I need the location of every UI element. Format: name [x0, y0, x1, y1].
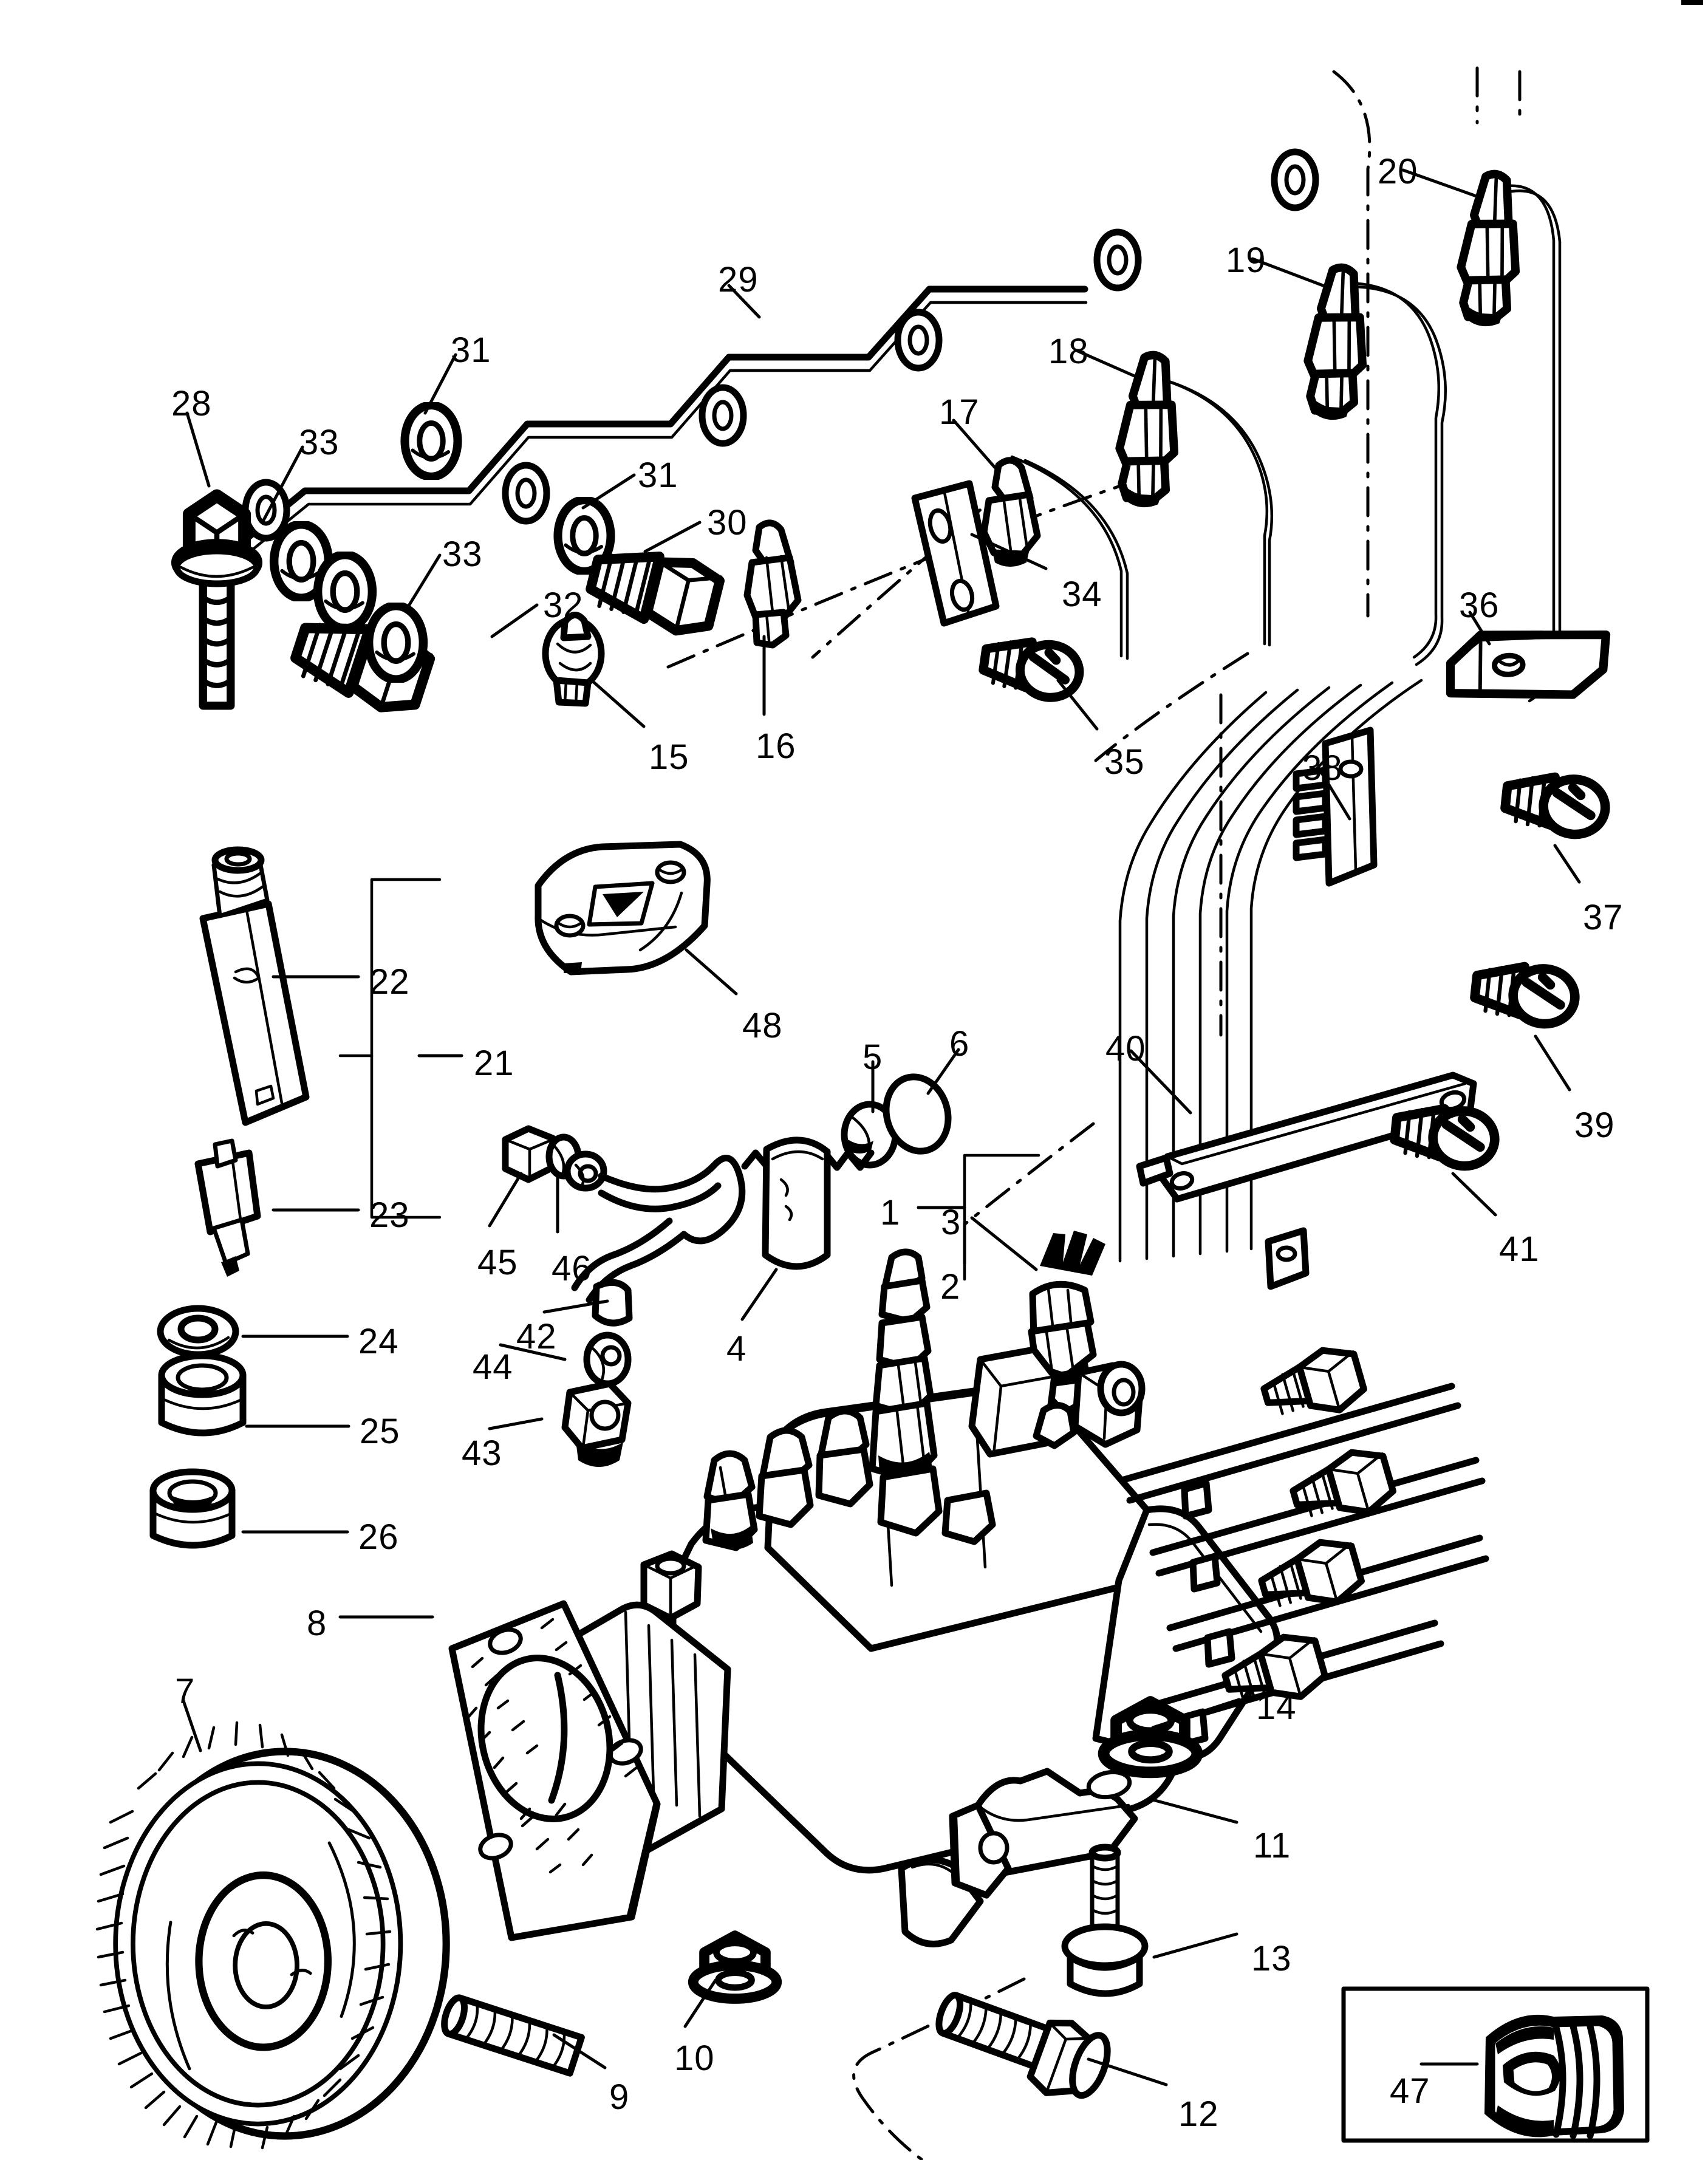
- union-nut-45: [502, 1125, 582, 1183]
- callout-46: 46: [552, 1249, 592, 1288]
- pipe-clamp-block-36: [1447, 629, 1609, 701]
- delivery-valve-holder-18: [1114, 352, 1184, 510]
- bracket-plate-lower: [1265, 1227, 1310, 1290]
- pipe-clamp-bar-40: [1136, 1071, 1477, 1203]
- callout-17: 17: [939, 392, 980, 432]
- callout-43: 43: [462, 1434, 502, 1473]
- bleed-screw-17: [980, 457, 1041, 567]
- ball-seat-6: [883, 1073, 952, 1155]
- callout-12: 12: [1178, 2094, 1219, 2134]
- callout-8: 8: [307, 1604, 327, 1643]
- callout-45: 45: [477, 1243, 518, 1282]
- callout-2: 2: [940, 1267, 961, 1307]
- drive-gear-7: [95, 1721, 446, 2150]
- callout-23: 23: [369, 1195, 410, 1235]
- callout-33b: 33: [442, 535, 483, 574]
- injection-pump-body: [448, 1248, 1489, 1947]
- leader-lines: [182, 168, 1581, 2087]
- nozzle-tip-23: [194, 1138, 261, 1277]
- clamp-screw-37: [1503, 772, 1608, 837]
- callout-28: 28: [171, 384, 212, 423]
- clamp-screw-41: [1393, 1104, 1498, 1169]
- fuel-feed-rails: [1120, 1347, 1489, 1748]
- callout-3: 3: [941, 1203, 962, 1242]
- stud-9: [441, 1994, 585, 2077]
- callout-41: 41: [1499, 1229, 1540, 1269]
- heat-shield-25: [158, 1352, 247, 1437]
- callout-22: 22: [369, 962, 410, 1002]
- callout-47: 47: [1390, 2071, 1430, 2111]
- callout-35: 35: [1104, 742, 1145, 782]
- heat-shield-26: [149, 1468, 236, 1549]
- callout-20: 20: [1378, 152, 1418, 191]
- hollow-screw-46: [564, 1150, 607, 1192]
- shoulder-bolt-13: [1061, 1844, 1149, 1997]
- group-bracket-21: [338, 878, 442, 1219]
- hollow-screw-44: [583, 1331, 632, 1387]
- callout-34: 34: [1062, 575, 1102, 614]
- callout-6: 6: [949, 1024, 970, 1064]
- callout-10: 10: [674, 2039, 715, 2078]
- delivery-valve-holder-19: [1302, 265, 1373, 422]
- callout-4: 4: [726, 1329, 747, 1369]
- callout-25: 25: [360, 1412, 400, 1451]
- flange-nut-10: [693, 1936, 776, 1999]
- sealing-washer-24: [157, 1305, 239, 1358]
- callout-5: 5: [863, 1037, 883, 1077]
- fuel-filter-element-4: [762, 1136, 831, 1270]
- fuel-return-hose-42: [571, 1155, 746, 1327]
- pipe-clamp-block-38: [1293, 726, 1378, 887]
- callout-7: 7: [175, 1672, 196, 1711]
- union-bolt-30: [586, 541, 723, 638]
- pump-top-fittings: [702, 1248, 1146, 1551]
- banjo-bolt-28: [177, 496, 257, 706]
- callout-40: 40: [1105, 1029, 1146, 1068]
- pipe-clamp-34: [911, 480, 1000, 627]
- callout-31a: 31: [451, 330, 491, 370]
- callout-44: 44: [473, 1347, 513, 1387]
- callout-16: 16: [756, 726, 796, 766]
- inset-box-47: [1341, 1986, 1650, 2143]
- housing-hex-nut: [640, 1550, 702, 1622]
- clamp-screw-39: [1473, 962, 1578, 1027]
- callout-24: 24: [358, 1322, 399, 1361]
- nozzle-holder-body-22: [199, 846, 310, 1126]
- callout-26: 26: [358, 1517, 399, 1557]
- callout-29: 29: [718, 260, 759, 299]
- injection-pipe-set-29: [241, 148, 1319, 558]
- callout-48: 48: [742, 1006, 783, 1045]
- callout-39: 39: [1574, 1106, 1615, 1145]
- pipe-harness-bundle: [1118, 678, 1423, 1263]
- delivery-valve-holder-20: [1455, 171, 1526, 329]
- callout-11: 11: [1253, 1826, 1291, 1865]
- callout-36: 36: [1459, 586, 1500, 625]
- callout-21: 21: [474, 1044, 514, 1083]
- banjo-fitting-43: [561, 1380, 632, 1467]
- callout-19: 19: [1226, 241, 1266, 280]
- callout-32: 32: [543, 586, 584, 625]
- hex-flange-bolt-12: [935, 1992, 1111, 2099]
- washer-33c: [369, 606, 423, 679]
- callout-1: 1: [880, 1193, 901, 1232]
- callout-14: 14: [1256, 1687, 1297, 1727]
- callout-31b: 31: [638, 456, 678, 495]
- callout-9: 9: [609, 2077, 630, 2117]
- callout-15: 15: [649, 737, 689, 777]
- callout-13: 13: [1251, 1939, 1292, 1978]
- callout-30: 30: [707, 503, 748, 542]
- banjo-fitting-15: [542, 612, 605, 707]
- washer-31a: [405, 405, 457, 477]
- mounting-bracket-48: [535, 841, 711, 976]
- registration-tick: [1681, 0, 1703, 5]
- hollow-screw-16: [743, 519, 802, 649]
- callout-18: 18: [1048, 332, 1089, 371]
- callout-33a: 33: [299, 423, 340, 462]
- callout-38: 38: [1302, 748, 1343, 788]
- callout-37: 37: [1583, 898, 1624, 937]
- washer-33b: [318, 555, 372, 628]
- callout-42: 42: [516, 1317, 557, 1356]
